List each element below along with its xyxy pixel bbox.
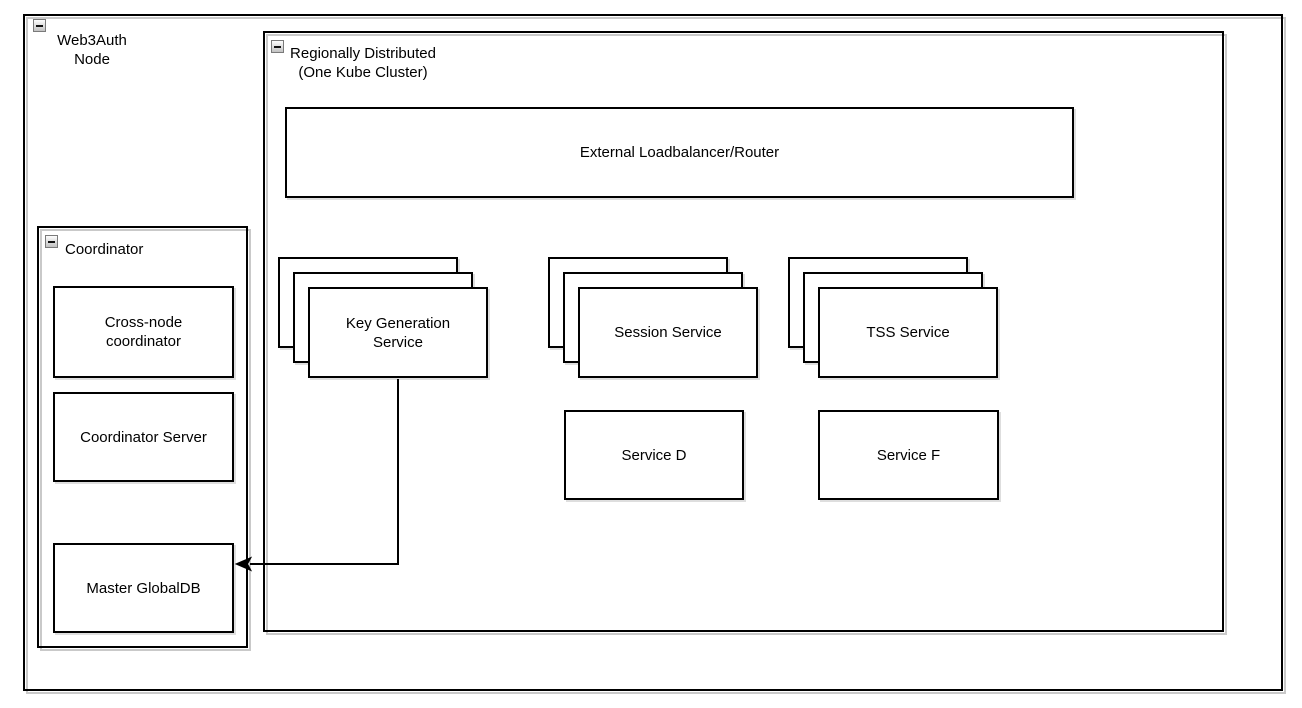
web3auth-node-container: [23, 14, 1283, 691]
collapse-minus-icon[interactable]: [33, 19, 46, 32]
regionally-distributed-label: Regionally Distributed (One Kube Cluster…: [290, 45, 436, 81]
regionally-distributed-container-shadow: [266, 34, 1227, 635]
coordinator-server-box: Coordinator Server: [53, 392, 234, 482]
coordinator-label: Coordinator: [65, 241, 144, 258]
coordinator-container: [37, 226, 248, 648]
session-service-box: Session Service: [578, 287, 758, 378]
session-service-stack: Session Service: [548, 257, 758, 378]
service-d-box: Service D: [564, 410, 744, 500]
web3auth-node-container-shadow: [26, 17, 1286, 694]
tss-service-stack: TSS Service: [788, 257, 998, 378]
collapse-minus-icon[interactable]: [45, 235, 58, 248]
tss-service-box: TSS Service: [818, 287, 998, 378]
key-generation-service-stack: Key Generation Service: [278, 257, 488, 378]
minus-bar: [48, 240, 55, 243]
minus-bar: [274, 45, 281, 48]
service-f-box: Service F: [818, 410, 999, 500]
key-generation-service-box: Key Generation Service: [308, 287, 488, 378]
regionally-distributed-container: [263, 31, 1224, 632]
master-globaldb-box: Master GlobalDB: [53, 543, 234, 633]
external-loadbalancer-box: External Loadbalancer/Router: [285, 107, 1074, 198]
collapse-minus-icon[interactable]: [271, 40, 284, 53]
cross-node-coordinator-box: Cross-node coordinator: [53, 286, 234, 378]
minus-bar: [36, 24, 43, 27]
web3auth-node-label: Web3Auth Node: [57, 32, 127, 68]
